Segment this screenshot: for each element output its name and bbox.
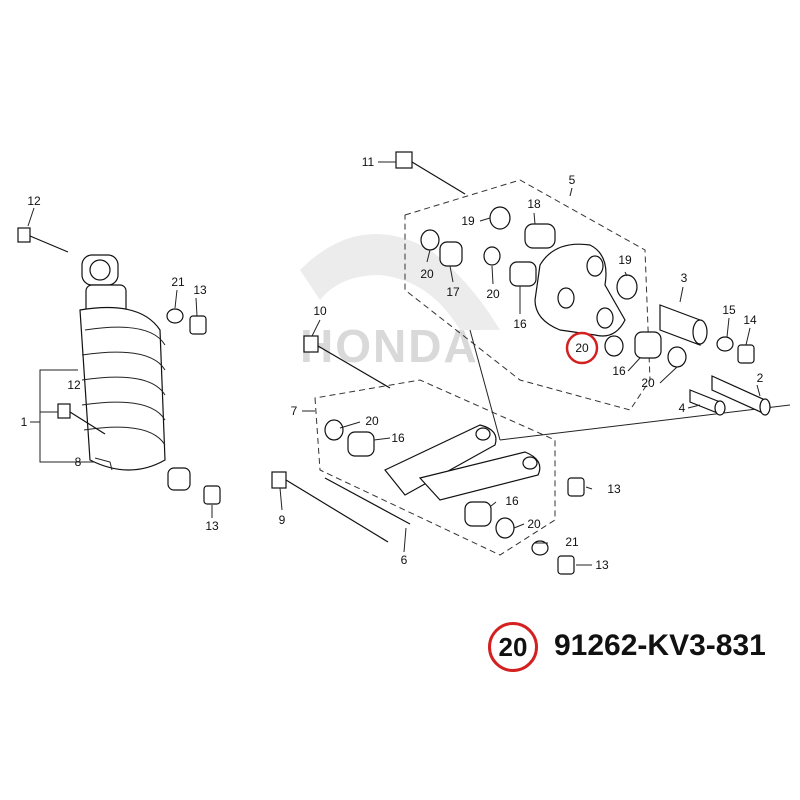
callout-11: 11 <box>362 155 375 169</box>
cushion-arm-5 <box>534 243 626 337</box>
bracket-1 <box>30 369 113 471</box>
callout-9: 9 <box>279 513 286 527</box>
callout-4: 4 <box>679 401 686 415</box>
callout-8: 8 <box>75 455 82 469</box>
callout-13: 13 <box>595 558 609 572</box>
collar-parts <box>659 304 771 416</box>
callout-2: 2 <box>757 371 764 385</box>
callout-19: 19 <box>618 253 632 267</box>
washers-and-nuts <box>166 308 755 575</box>
callout-13: 13 <box>607 482 621 496</box>
callout-21: 21 <box>565 535 579 549</box>
callout-13: 13 <box>193 283 207 297</box>
watermark-text: HONDA <box>300 320 479 372</box>
assembly-5-outline <box>404 179 651 411</box>
callout-5: 5 <box>569 173 576 187</box>
bushing-parts <box>324 206 687 539</box>
callout-17: 17 <box>446 285 460 299</box>
bolt-12-mid <box>57 403 106 435</box>
ref-number-badge: 20 <box>488 622 538 672</box>
bolt-9 <box>271 471 389 543</box>
callout-14: 14 <box>743 313 757 327</box>
callout-20: 20 <box>420 267 434 281</box>
callout-16: 16 <box>513 317 527 331</box>
leader-lines <box>27 161 761 566</box>
callout-20: 20 <box>365 414 379 428</box>
bolt-11 <box>395 151 466 195</box>
callout-6: 6 <box>401 553 408 567</box>
bolt-12-top <box>17 227 69 253</box>
assembly-7-outline <box>314 329 791 556</box>
callout-7: 7 <box>291 404 298 418</box>
callout-15: 15 <box>722 303 736 317</box>
callout-1: 1 <box>21 415 28 429</box>
callout-16: 16 <box>391 431 405 445</box>
highlight-ring <box>565 331 599 365</box>
shaft-6 <box>324 477 411 525</box>
bolt-10 <box>303 335 391 389</box>
callout-20: 20 <box>527 517 541 531</box>
callout-18: 18 <box>527 197 541 211</box>
callout-19: 19 <box>461 214 475 228</box>
rod-7 <box>384 424 541 501</box>
callout-12: 12 <box>27 194 41 208</box>
callout-3: 3 <box>681 271 688 285</box>
callout-16: 16 <box>505 494 519 508</box>
callout-12: 12 <box>67 378 81 392</box>
callout-labels: 12 21 13 12 1 8 13 11 5 18 19 20 17 20 1… <box>21 155 764 572</box>
rear-shock-absorber <box>79 254 191 491</box>
part-number-text: 91262-KV3-831 <box>554 629 766 662</box>
callout-20: 20 <box>641 376 655 390</box>
part-number-callout: 20 91262-KV3-831 <box>488 622 788 674</box>
callout-16: 16 <box>612 364 626 378</box>
callout-20-highlighted: 20 <box>575 341 589 355</box>
callout-13: 13 <box>205 519 219 533</box>
callout-10: 10 <box>313 304 327 318</box>
callout-20: 20 <box>486 287 500 301</box>
callout-21: 21 <box>171 275 185 289</box>
honda-watermark: HONDA <box>300 234 500 372</box>
